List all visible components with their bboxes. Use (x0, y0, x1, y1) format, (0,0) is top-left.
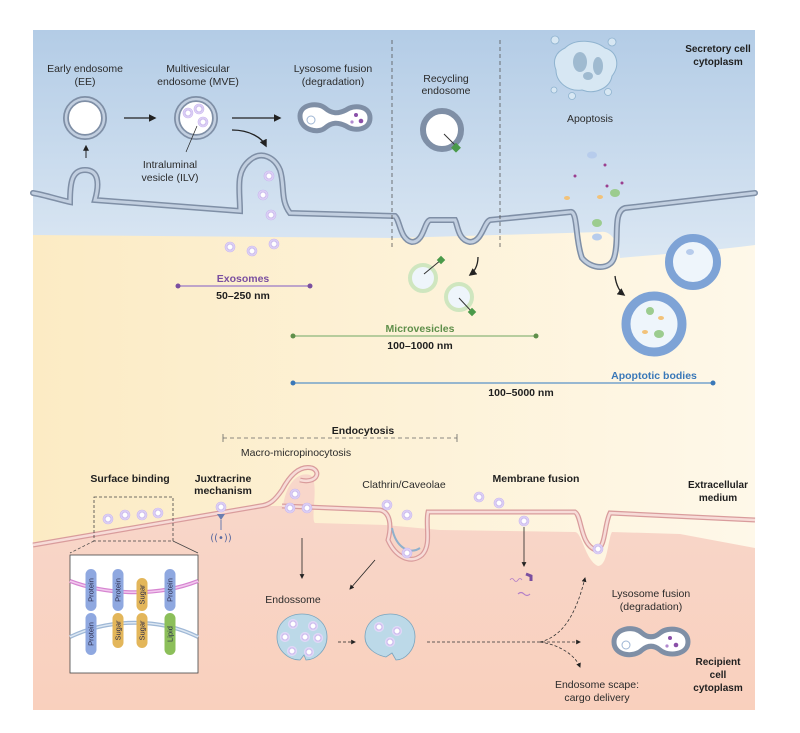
signal-icon: ((•)) (210, 533, 232, 544)
inset-protein-pill (85, 569, 97, 611)
recycling-label-2: endosome (421, 85, 470, 97)
extracellular-label-2: medium (699, 493, 737, 504)
recipient-cytoplasm (33, 474, 755, 710)
inset-protein-pill (112, 569, 124, 611)
arrow-to-escape (539, 641, 581, 668)
secretory-label-1: Secretory cell (685, 44, 751, 55)
apoptotic-debris (564, 151, 624, 241)
secretory-label-2: cytoplasm (693, 57, 743, 68)
macro-label: Macro-micropinocytosis (241, 447, 351, 459)
clathrin-label: Clathrin/Caveolae (362, 479, 446, 491)
inset-sugar-pill (136, 613, 148, 648)
microvesicles-range: 100–1000 nm (387, 340, 452, 352)
scale-apoptotic-bodies (290, 380, 716, 386)
ilv-label-1: Intraluminal (143, 159, 197, 171)
arrow-microvesicle (468, 256, 479, 276)
arrow-mve-to-membrane (231, 129, 267, 148)
microvesicles-title: Microvesicles (386, 323, 455, 335)
scale-microvesicles (290, 333, 539, 339)
macropinocytosis-vesicles (284, 488, 313, 514)
exosomes-range: 50–250 nm (216, 290, 270, 302)
juxtacrine-label-2: mechanism (194, 485, 252, 497)
secretory-membrane (30, 152, 758, 270)
recipient-label-1: Recipient (695, 657, 741, 668)
lysosome-top-label-2: (degradation) (302, 76, 364, 88)
inset-protein-label: Protein (114, 578, 123, 602)
inset-sugar-pill (112, 613, 124, 648)
recycling-label-1: Recycling (423, 73, 469, 85)
inset-sugar-pill (136, 578, 148, 611)
juxtacrine-signal (215, 501, 227, 530)
inset-protein-label: Protein (87, 622, 96, 646)
endocytosis-label: Endocytosis (332, 425, 395, 437)
inset-protein-pill (164, 569, 176, 611)
multivesicular-endosome (174, 96, 218, 140)
surface-binding-zoom-box (93, 496, 174, 542)
released-cargo (509, 572, 533, 597)
lysosome-top-label-1: Lysosome fusion (294, 63, 373, 75)
early-endosome-label-1: Early endosome (47, 63, 123, 75)
apoptotic-cell-icon (550, 35, 618, 100)
recipient-label-3: cytoplasm (693, 683, 743, 694)
inset-sugar-label: Sugar (138, 620, 147, 641)
recipient-label-2: cell (710, 670, 727, 681)
exosomes-title: Exosomes (217, 273, 270, 285)
recycling-endosome (420, 108, 464, 153)
exosome-group (224, 170, 280, 257)
extracellular-label-1: Extracellular (688, 480, 748, 491)
inset-lipid-pill (164, 613, 176, 655)
arrow-apoptotic-body (614, 275, 626, 296)
apoptotic-bodies-title: Apoptotic bodies (611, 370, 697, 382)
apoptotic-bodies (621, 234, 721, 357)
surface-binding-label: Surface binding (90, 473, 169, 485)
endocytosis-bracket (222, 434, 458, 442)
early-endosome (63, 96, 107, 140)
mve-label-2: endosome (MVE) (157, 76, 239, 88)
secretory-cytoplasm (33, 30, 755, 258)
endosome-leaky (364, 613, 416, 661)
early-endosome-label-2: (EE) (75, 76, 96, 88)
juxtacrine-label-1: Juxtracrine (195, 473, 252, 485)
mve-label-1: Multivesicular (166, 63, 230, 75)
zoom-connector-left (69, 540, 95, 554)
arrow-to-recycling (539, 577, 587, 643)
lysosome-top (297, 102, 373, 134)
inset-sugar-label: Sugar (114, 620, 123, 641)
inset-sugar-label: Sugar (138, 584, 147, 605)
zoom-connector-right (172, 540, 199, 554)
inset-protein-label: Protein (166, 578, 175, 602)
clathrin-vesicles (381, 499, 413, 559)
escape-label-1: Endosome scape: (555, 679, 639, 691)
ilv-pointer (185, 125, 198, 153)
fusion-vesicles (473, 491, 604, 555)
surface-bound-vesicles (102, 507, 164, 525)
inset-lipid-label: Lipid (166, 626, 175, 642)
lysosome-bottom-label-1: Lysosome fusion (612, 588, 691, 600)
endosome-label: Endossome (265, 594, 321, 606)
scale-exosomes (175, 283, 313, 289)
apoptosis-label: Apoptosis (567, 113, 613, 125)
apoptotic-bodies-range: 100–5000 nm (488, 387, 553, 399)
inset-protein-label: Protein (87, 578, 96, 602)
ilv-label-2: vesicle (ILV) (142, 172, 199, 184)
membrane-fusion-label: Membrane fusion (493, 473, 580, 485)
lysosome-bottom-label-2: (degradation) (620, 601, 682, 613)
endosome-full (276, 613, 328, 661)
arrow-clathrin-to-endosome (349, 559, 376, 590)
microvesicles (408, 255, 477, 317)
escape-label-2: cargo delivery (564, 692, 630, 704)
lysosome-bottom (611, 626, 691, 658)
inset-protein-pill (85, 613, 97, 655)
